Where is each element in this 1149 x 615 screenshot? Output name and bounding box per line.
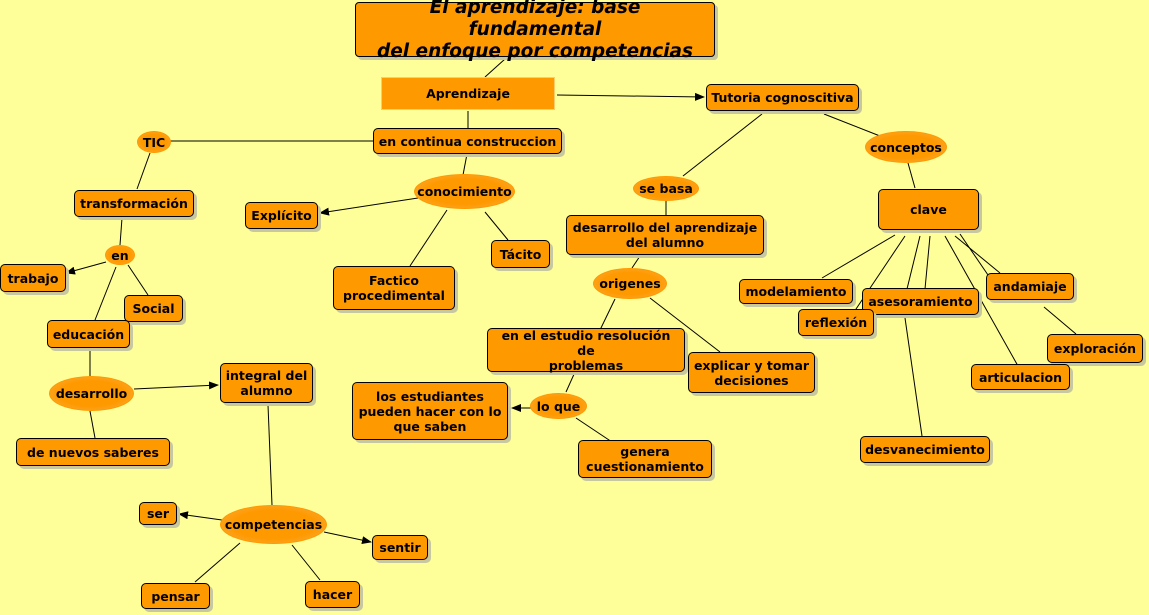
node-educacion[interactable]: educación bbox=[47, 320, 130, 348]
node-transformacion[interactable]: transformación bbox=[74, 190, 194, 217]
node-tacito[interactable]: Tácito bbox=[491, 240, 550, 268]
map-title: El aprendizaje: base fundamental del enf… bbox=[355, 0, 715, 62]
node-social[interactable]: Social bbox=[124, 295, 183, 322]
node-desarrollo-aprendizaje[interactable]: desarrollo del aprendizaje del alumno bbox=[566, 215, 764, 255]
node-sentir[interactable]: sentir bbox=[372, 535, 428, 560]
link-origenes-estudio bbox=[599, 298, 616, 331]
node-tic[interactable]: TIC bbox=[137, 131, 171, 153]
node-clave[interactable]: clave bbox=[878, 189, 979, 230]
node-conocimiento[interactable]: conocimiento bbox=[414, 174, 515, 209]
node-aprendizaje[interactable]: Aprendizaje bbox=[381, 77, 555, 110]
link-clave-asesoramiento bbox=[906, 235, 921, 290]
node-articulacion[interactable]: articulacion bbox=[971, 364, 1070, 390]
link-title-aprendizaje bbox=[484, 58, 506, 78]
link-conceptos-clave bbox=[907, 162, 916, 189]
node-los-estudiantes[interactable]: los estudiantes pueden hacer con lo que … bbox=[352, 382, 508, 440]
node-asesoramiento[interactable]: asesoramiento bbox=[862, 288, 979, 315]
link-tic-transformacion bbox=[136, 152, 151, 190]
node-desarrollo[interactable]: desarrollo bbox=[49, 376, 134, 411]
link-competencias-ser bbox=[178, 511, 223, 521]
node-lo-que[interactable]: lo que bbox=[530, 393, 587, 419]
node-en-continua-construccion[interactable]: en continua construccion bbox=[373, 128, 562, 154]
node-explicar-decisiones[interactable]: explicar y tomar decisiones bbox=[688, 352, 815, 393]
node-integral-alumno[interactable]: integral del alumno bbox=[220, 363, 313, 403]
link-andamiaje-exploracion bbox=[1043, 306, 1077, 335]
link-tutoria-conceptos bbox=[823, 113, 881, 137]
node-competencias[interactable]: competencias bbox=[220, 505, 327, 544]
node-explicito[interactable]: Explícito bbox=[245, 202, 318, 229]
link-tutoria-sebasa bbox=[682, 113, 763, 177]
link-continua-conocimiento bbox=[462, 153, 468, 176]
node-trabajo[interactable]: trabajo bbox=[0, 264, 66, 292]
link-clave-andamiaje bbox=[954, 235, 1001, 274]
link-conocimiento-tacito bbox=[484, 211, 509, 241]
node-desvanecimiento[interactable]: desvanecimiento bbox=[860, 436, 990, 463]
link-asesoramiento-desvanecimiento bbox=[904, 317, 923, 437]
node-exploracion[interactable]: exploración bbox=[1047, 334, 1143, 363]
link-desarrollo-saberes bbox=[89, 410, 96, 439]
link-desarrollo-integral bbox=[133, 381, 219, 390]
link-clave-asesoramiento-2 bbox=[924, 235, 931, 290]
node-de-nuevos-saberes[interactable]: de nuevos saberes bbox=[16, 438, 170, 466]
node-reflexion[interactable]: reflexión bbox=[798, 309, 874, 336]
link-conocimiento-factico bbox=[409, 209, 448, 267]
node-se-basa[interactable]: se basa bbox=[633, 176, 699, 201]
link-competencias-sentir bbox=[323, 531, 372, 545]
link-en-trabajo bbox=[65, 261, 107, 275]
node-tutoria-cognoscitiva[interactable]: Tutoria cognoscitiva bbox=[706, 84, 859, 111]
link-en-educacion bbox=[94, 266, 117, 321]
link-desarrollo-origenes bbox=[631, 255, 641, 269]
node-modelamiento[interactable]: modelamiento bbox=[739, 279, 853, 304]
link-en-social bbox=[127, 264, 149, 296]
node-factico-procedimental[interactable]: Factico procedimental bbox=[333, 266, 455, 310]
link-estudio-loque bbox=[565, 371, 576, 393]
node-conceptos[interactable]: conceptos bbox=[865, 131, 947, 163]
node-ser[interactable]: ser bbox=[139, 502, 177, 525]
node-hacer[interactable]: hacer bbox=[305, 581, 360, 608]
link-clave-articulacion bbox=[944, 235, 1019, 367]
link-transformacion-en bbox=[119, 217, 123, 246]
link-competencias-hacer bbox=[291, 544, 321, 581]
link-aprendizaje-tutoria bbox=[556, 92, 705, 101]
node-origenes[interactable]: origenes bbox=[593, 268, 667, 299]
link-origenes-explicar bbox=[649, 297, 721, 353]
link-clave-andamiaje-2 bbox=[959, 233, 989, 276]
link-integral-competencias bbox=[267, 404, 273, 506]
link-loque-genera bbox=[575, 417, 613, 443]
link-competencias-pensar bbox=[194, 542, 241, 583]
node-pensar[interactable]: pensar bbox=[141, 583, 210, 609]
node-genera-cuestionamiento[interactable]: genera cuestionamiento bbox=[578, 440, 712, 478]
node-andamiaje[interactable]: andamiaje bbox=[986, 273, 1074, 300]
link-clave-modelamiento bbox=[821, 234, 896, 279]
link-clave-reflexion bbox=[851, 235, 906, 316]
node-en[interactable]: en bbox=[105, 245, 135, 265]
link-conocimiento-explicito bbox=[319, 197, 419, 216]
node-estudio-resolucion[interactable]: en el estudio resolución de problemas bbox=[487, 328, 685, 373]
